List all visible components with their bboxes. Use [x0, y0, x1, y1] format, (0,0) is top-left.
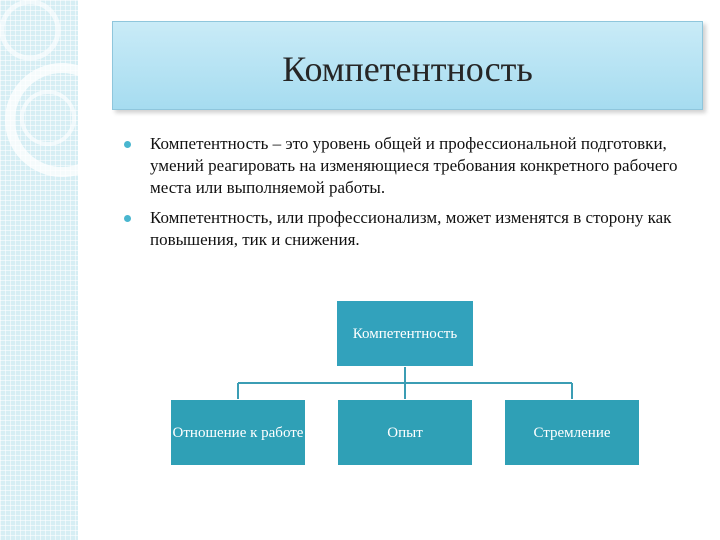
- bullet-item: Компетентность – это уровень общей и про…: [120, 133, 690, 199]
- decorative-circles: [0, 0, 78, 177]
- diagram-node-attitude: Отношение к работе: [170, 399, 306, 466]
- diagram-root-node: Компетентность: [336, 300, 474, 367]
- bullet-text: Компетентность – это уровень общей и про…: [150, 134, 678, 197]
- bullet-dot-icon: [124, 141, 131, 148]
- bullet-list: Компетентность – это уровень общей и про…: [120, 133, 690, 259]
- diagram-node-experience: Опыт: [337, 399, 473, 466]
- diagram-node-aspiration: Стремление: [504, 399, 640, 466]
- decorative-side-strip: [0, 0, 78, 540]
- bullet-dot-icon: [124, 215, 131, 222]
- bullet-text: Компетентность, или профессионализм, мож…: [150, 208, 672, 249]
- title-banner: Компетентность: [112, 21, 703, 110]
- slide-title: Компетентность: [282, 49, 533, 89]
- bullet-item: Компетентность, или профессионализм, мож…: [120, 207, 690, 251]
